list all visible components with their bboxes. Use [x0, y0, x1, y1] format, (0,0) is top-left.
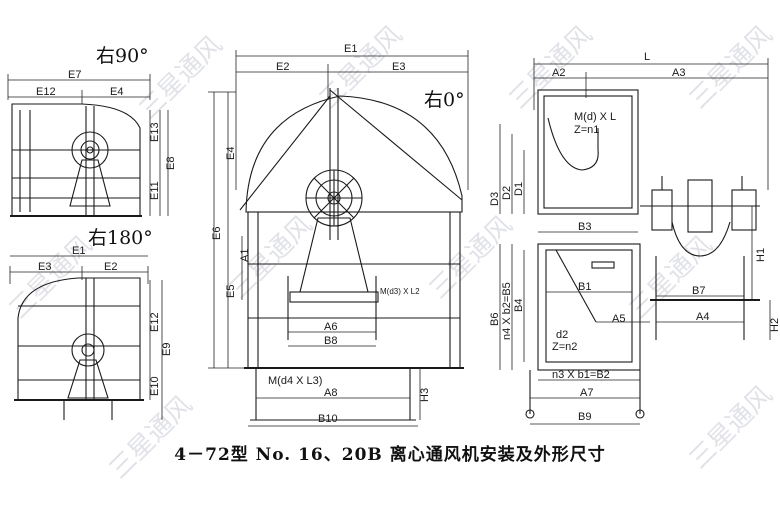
label-b7: B7: [692, 285, 705, 297]
label-a2: A2: [552, 67, 565, 79]
label-n3b1: n3 X b1=B2: [552, 369, 610, 381]
label-h3: H3: [419, 388, 431, 402]
orientation-label-0: 右0°: [424, 89, 465, 111]
label-l: L: [644, 51, 650, 63]
label-e4: E4: [225, 147, 237, 160]
label-d2-hole: d2: [556, 329, 568, 341]
label-d2: D2: [501, 186, 513, 200]
label-e1: E1: [344, 43, 357, 55]
label-bolt-large: M(d4 X L3): [268, 375, 322, 387]
label-a5: A5: [612, 313, 625, 325]
label-d1: D1: [513, 182, 525, 196]
label-e3: E3: [392, 61, 405, 73]
label-e2: E2: [104, 261, 117, 273]
label-e1: E1: [72, 245, 85, 257]
label-z-n2: Z=n2: [552, 341, 577, 353]
label-d3: D3: [489, 192, 501, 206]
label-e12: E12: [36, 86, 56, 98]
label-h2: H2: [769, 318, 780, 332]
label-e4: E4: [110, 86, 123, 98]
label-a6: A6: [324, 321, 337, 333]
label-bolt-small: M(d3) X L2: [380, 287, 420, 296]
label-b8: B8: [324, 335, 337, 347]
watermark: 三星通风: [684, 20, 779, 115]
label-a3: A3: [672, 67, 685, 79]
drawing-caption: 4－72型 No. 16、20B 离心通风机安装及外形尺寸: [174, 445, 606, 465]
label-b4: B4: [513, 299, 525, 312]
label-b1: B1: [578, 281, 591, 293]
label-n4b2: n4 X b2=B5: [501, 282, 513, 340]
label-b6: B6: [489, 313, 501, 326]
label-e5: E5: [225, 285, 237, 298]
view-right-90: 右90° E7 E12 E4 E13 E8 E11: [7, 45, 177, 217]
label-a7: A7: [580, 387, 593, 399]
label-b3: B3: [578, 221, 591, 233]
label-a4: A4: [696, 311, 709, 323]
label-e2: E2: [276, 61, 289, 73]
watermark: 三星通风: [224, 210, 319, 305]
orientation-label-180: 右180°: [88, 227, 153, 249]
label-a8: A8: [324, 387, 337, 399]
label-e10: E10: [149, 376, 161, 396]
label-e8: E8: [165, 157, 177, 170]
view-right-180: 右180° E1 E3 E2 E12 E9 E10: [9, 227, 173, 420]
watermark: 三星通风: [104, 390, 199, 485]
label-z-n1: Z=n1: [574, 124, 599, 136]
label-h1: H1: [755, 248, 767, 262]
view-side: L A2 A3 M(d) X L Z=n1 D3 D2 D1 B3 B1 d2 …: [489, 51, 780, 425]
label-e13: E13: [149, 122, 161, 142]
label-a1: A1: [239, 249, 251, 262]
label-e9: E9: [161, 343, 173, 356]
orientation-label-90: 右90°: [96, 45, 149, 67]
label-e3: E3: [38, 261, 51, 273]
label-e6: E6: [211, 227, 223, 240]
label-e12: E12: [149, 312, 161, 332]
fan-wheel-icon: [71, 131, 109, 169]
label-bolt-top: M(d) X L: [574, 111, 616, 123]
label-e11: E11: [149, 181, 161, 200]
label-e7: E7: [68, 69, 81, 81]
fan-wheel-icon: [71, 333, 105, 367]
label-b10: B10: [318, 413, 338, 425]
view-right-0: 右0° E1 E2 E3 E4 E6 A1 E5: [208, 43, 469, 427]
label-b9: B9: [578, 411, 591, 423]
